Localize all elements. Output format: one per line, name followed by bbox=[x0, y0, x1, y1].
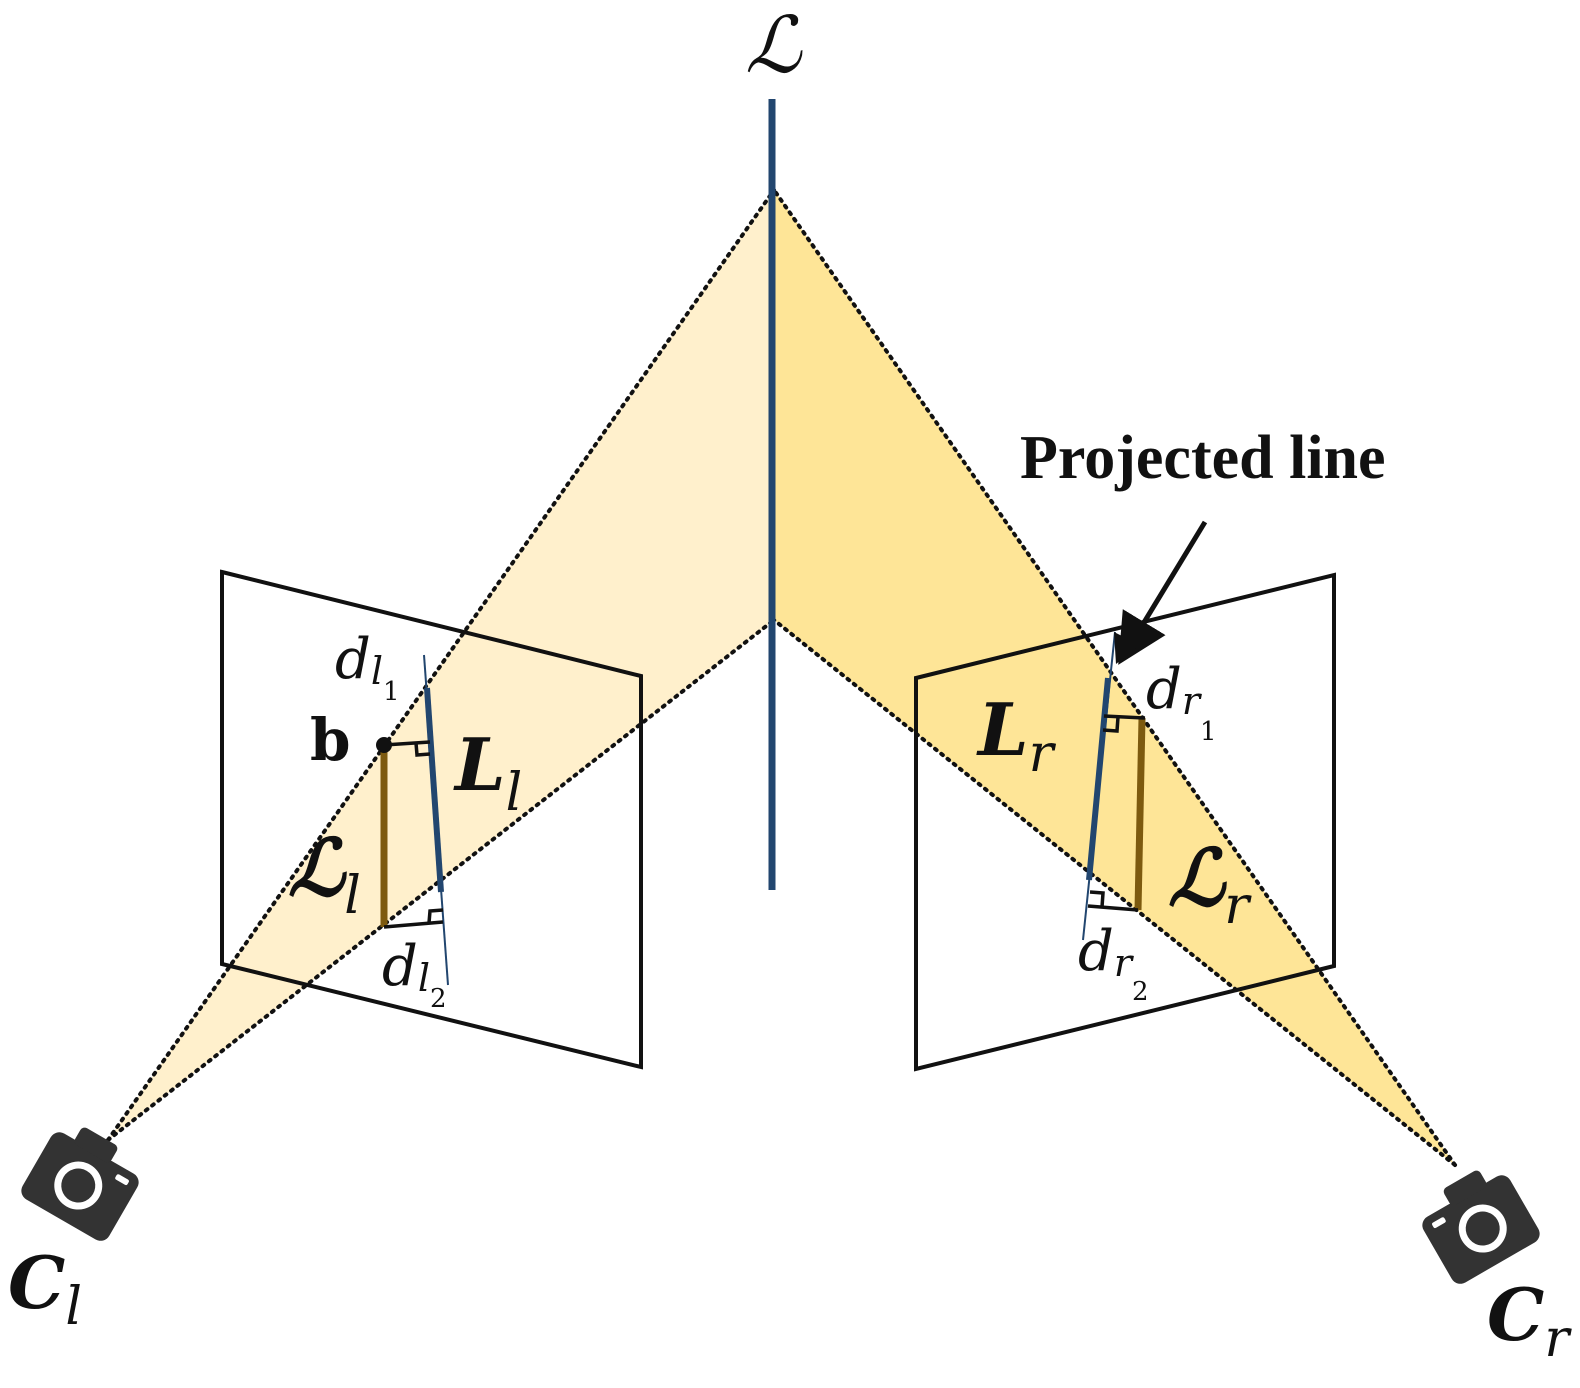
right-detected-segment bbox=[1134, 717, 1146, 911]
right-angle-mark-dr2 bbox=[1089, 890, 1105, 908]
camera-icon bbox=[1422, 1170, 1540, 1284]
camera-left-lens bbox=[61, 1168, 96, 1203]
right-angle-mark-dl1 bbox=[414, 742, 431, 757]
distance-dr1-line bbox=[1103, 714, 1146, 720]
right-angle-mark-dr1 bbox=[1102, 716, 1120, 733]
distance-dr2-line bbox=[1087, 904, 1139, 912]
right-projected-line-segment bbox=[1086, 677, 1111, 881]
camera-icon bbox=[21, 1127, 139, 1241]
camera-right-top bbox=[1443, 1170, 1487, 1206]
label-camera-left: Cl bbox=[8, 1240, 82, 1337]
callout-arrow-head bbox=[1114, 632, 1140, 664]
callout-projected-line: Projected line bbox=[1020, 424, 1386, 492]
label-dr1: dr1 bbox=[1146, 657, 1217, 747]
distance-dl2-line bbox=[383, 920, 444, 929]
left-projected-line-segment bbox=[424, 687, 444, 893]
right-distance-markers bbox=[1087, 714, 1146, 912]
camera-right-lens bbox=[1465, 1211, 1500, 1246]
label-dl1: dl1 bbox=[335, 627, 400, 707]
camera-right-flash bbox=[1432, 1217, 1446, 1229]
label-camera-right: Cr bbox=[1487, 1272, 1572, 1369]
label-3d-line: ℒ bbox=[745, 1, 803, 91]
callout-arrow bbox=[1118, 520, 1208, 665]
label-point-b: b bbox=[310, 706, 351, 774]
left-cone-upper-edge bbox=[106, 188, 776, 1142]
label-dr2: dr2 bbox=[1078, 919, 1149, 1007]
right-cone-lower-edge bbox=[772, 618, 1457, 1167]
camera-left-flash bbox=[115, 1174, 129, 1186]
right-image-plane bbox=[914, 572, 1336, 1072]
left-projected-line bbox=[423, 654, 449, 986]
left-image-plane bbox=[220, 569, 643, 1070]
camera-left-top bbox=[74, 1127, 118, 1163]
point-b bbox=[376, 737, 392, 753]
right-projected-line bbox=[1082, 631, 1116, 941]
right-cone-upper-edge bbox=[772, 188, 1457, 1167]
label-right-detected-segment: ℒr bbox=[1168, 833, 1252, 936]
label-left-detected-segment: ℒl bbox=[288, 823, 361, 926]
label-left-projected-line: Ll bbox=[453, 722, 522, 823]
right-angle-mark-dl2 bbox=[427, 908, 444, 924]
label-dl2: dl2 bbox=[382, 934, 447, 1014]
label-right-projected-line: Lr bbox=[976, 687, 1057, 784]
